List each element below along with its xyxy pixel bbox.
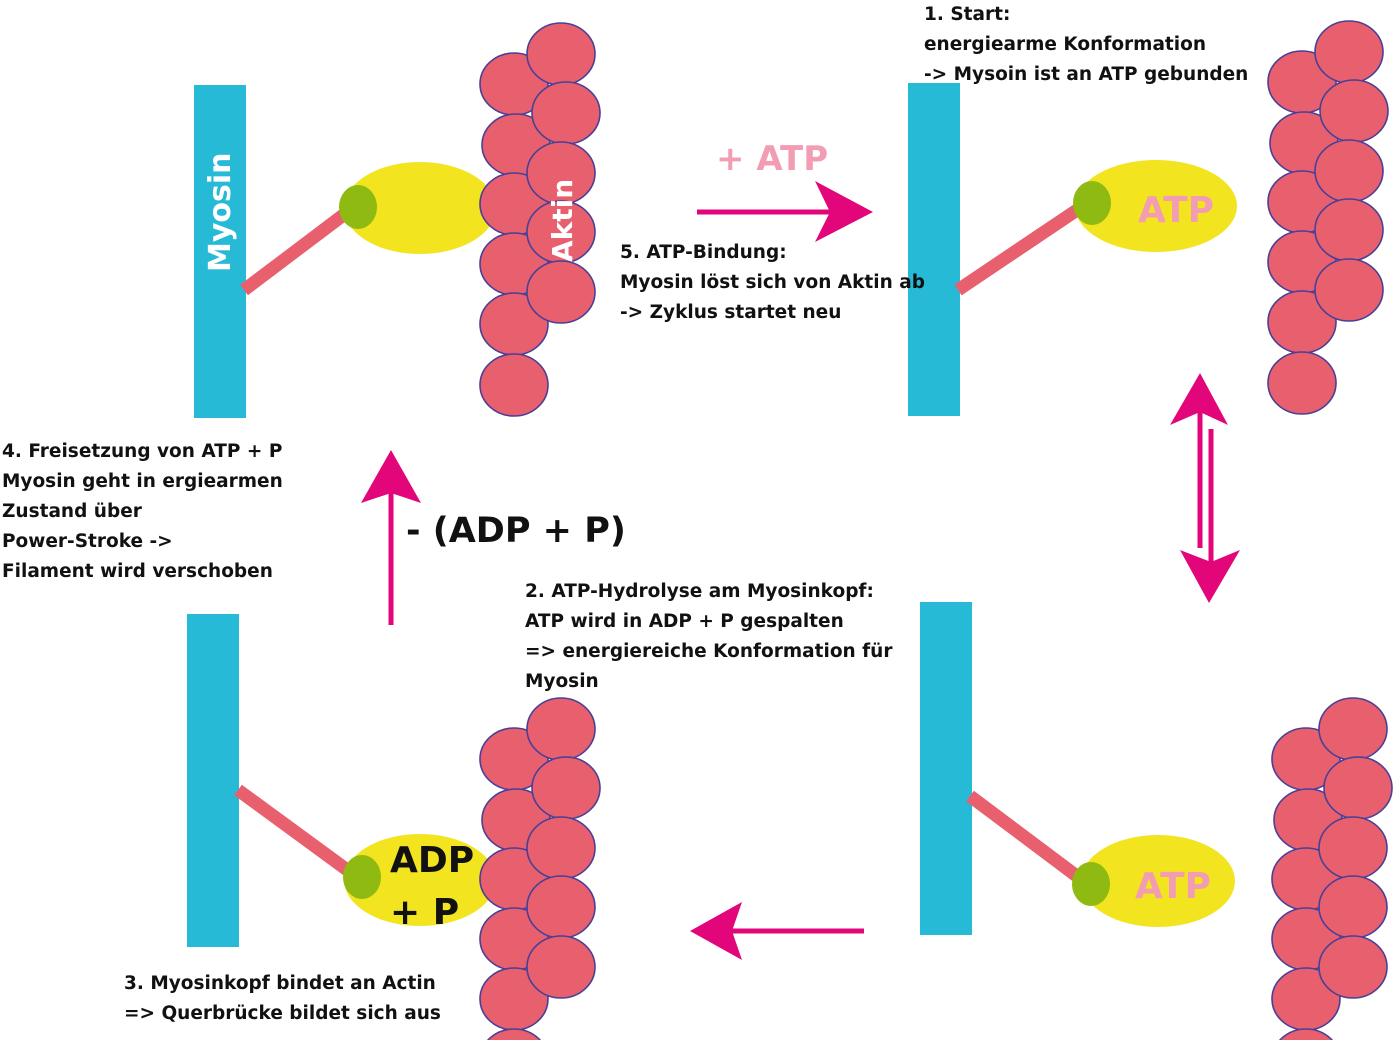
actin-monomer	[526, 935, 596, 999]
myosin-filament	[194, 85, 246, 418]
panel-bottom-left: ADP + P	[187, 614, 601, 1040]
actin-monomer	[526, 816, 596, 880]
actin-monomer	[1278, 1028, 1334, 1040]
myosin-head	[344, 834, 496, 926]
actin-monomer	[1319, 79, 1389, 143]
binding-site	[1073, 181, 1111, 225]
actin-monomer	[531, 81, 601, 145]
myosin-neck	[954, 202, 1084, 296]
myosin-head	[344, 162, 496, 254]
step-4-caption: 4. Freisetzung von ATP + P Myosin geht i…	[2, 441, 289, 582]
actin-monomer	[486, 1028, 542, 1040]
actin-filament	[1267, 20, 1389, 415]
actin-monomer	[1314, 198, 1384, 262]
adp-label: ADP	[390, 840, 474, 881]
step-2-caption: 2. ATP-Hydrolyse am Myosinkopf: ATP wird…	[525, 581, 899, 692]
step-5-caption: 5. ATP-Bindung: Myosin löst sich von Akt…	[620, 242, 931, 323]
plus-p-label: + P	[390, 892, 459, 933]
aktin-label: Aktin	[546, 179, 579, 262]
actin-monomer	[1314, 139, 1384, 203]
myosin-neck	[966, 790, 1086, 886]
myosin-head	[1075, 160, 1237, 252]
myosin-neck	[240, 204, 354, 296]
actin-filament	[479, 697, 601, 1040]
step-1-caption: 1. Start: energiearme Konformation -> My…	[924, 4, 1248, 85]
myosin-filament	[920, 602, 972, 935]
panel-bottom-right: ATP	[920, 602, 1393, 1040]
actin-monomer	[1318, 935, 1388, 999]
minus-adp-p-label: - (ADP + P)	[406, 511, 626, 551]
myosin-filament	[908, 83, 960, 416]
arrow-up-release	[361, 450, 421, 625]
actin-monomer	[1323, 756, 1393, 820]
binding-site	[339, 185, 377, 229]
actin-monomer	[526, 875, 596, 939]
actin-monomer	[1314, 20, 1384, 84]
myosin-label: Myosin	[203, 152, 238, 272]
actin-filament	[1271, 697, 1393, 1040]
atp-head-label: ATP	[1135, 866, 1211, 907]
actin-monomer	[1318, 816, 1388, 880]
step-3-caption: 3. Myosinkopf bindet an Actin => Querbrü…	[124, 973, 442, 1024]
atp-head-label: ATP	[1138, 190, 1214, 231]
plus-atp-label: + ATP	[716, 139, 828, 179]
myosin-head	[1081, 835, 1235, 927]
actin-monomer	[526, 22, 596, 86]
actin-filament	[479, 22, 601, 417]
binding-site	[1072, 862, 1110, 906]
panel-top-left: Myosin Aktin	[194, 22, 601, 418]
actin-monomer	[1318, 697, 1388, 761]
arrow-double-vertical	[1170, 373, 1240, 603]
actin-monomer	[1314, 258, 1384, 322]
actin-monomer	[526, 260, 596, 324]
actin-monomer	[1267, 351, 1337, 415]
binding-site	[343, 855, 381, 899]
myosin-neck	[234, 784, 354, 878]
panel-top-right: ATP	[908, 20, 1389, 416]
actin-monomer	[526, 697, 596, 761]
arrow-left	[690, 902, 864, 960]
arrow-right-atp-binding	[697, 181, 873, 242]
actin-monomer	[531, 756, 601, 820]
actin-monomer	[1318, 875, 1388, 939]
actin-monomer	[479, 353, 549, 417]
myosin-filament	[187, 614, 239, 947]
